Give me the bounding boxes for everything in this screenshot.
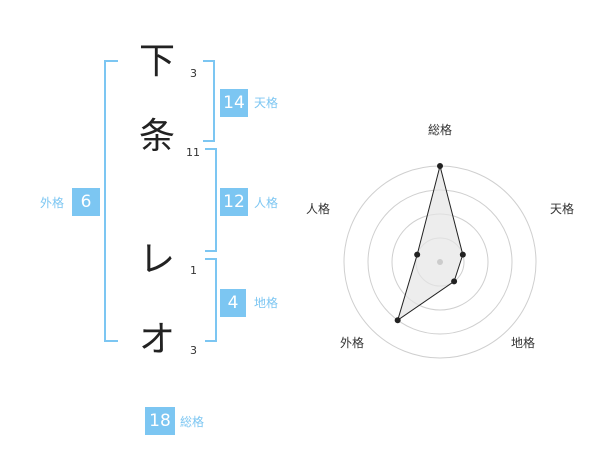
- radar-axis-label-soukaku: 総格: [428, 122, 452, 137]
- stroke-count-1: 3: [190, 67, 197, 80]
- radar-point-2: [459, 251, 466, 258]
- radar-point-3: [451, 278, 458, 285]
- gaikaku-value: 6: [72, 188, 100, 216]
- soukaku-label: 総格: [180, 415, 205, 429]
- radar-point-1: [437, 163, 443, 169]
- radar-point-4: [394, 317, 401, 324]
- jinkaku-label: 人格: [254, 196, 279, 210]
- jinkaku-value: 12: [220, 188, 248, 216]
- name-char-4: オ: [138, 319, 175, 360]
- tenkaku-bracket: [203, 60, 215, 142]
- chikaku-value: 4: [220, 289, 246, 317]
- jinkaku-bracket: [205, 148, 217, 252]
- stroke-count-4: 3: [190, 344, 197, 357]
- tenkaku-value: 14: [220, 89, 248, 117]
- chikaku-bracket: [205, 258, 217, 342]
- radar-point-5: [414, 251, 421, 258]
- chikaku-label: 地格: [254, 296, 279, 310]
- radar-axis-label-tenkaku: 天格: [550, 201, 574, 216]
- radar-axis-label-gaikaku: 外格: [340, 335, 364, 350]
- radar-polygon: [396, 165, 464, 322]
- radar-axis-label-jinkaku: 人格: [306, 201, 330, 216]
- name-char-1: 下: [138, 41, 175, 82]
- stroke-count-2: 11: [186, 146, 200, 159]
- name-char-3: レ: [138, 239, 175, 280]
- name-char-2: 条: [138, 116, 175, 157]
- stroke-count-3: 1: [190, 264, 197, 277]
- soukaku-value: 18: [145, 407, 175, 435]
- radar-center-dot: [437, 259, 443, 265]
- radar-axis-label-chikaku: 地格: [511, 335, 535, 350]
- gaikaku-label: 外格: [40, 196, 65, 210]
- tenkaku-label: 天格: [254, 96, 279, 110]
- radar-points: [394, 163, 466, 324]
- gaikaku-bracket: [104, 60, 118, 342]
